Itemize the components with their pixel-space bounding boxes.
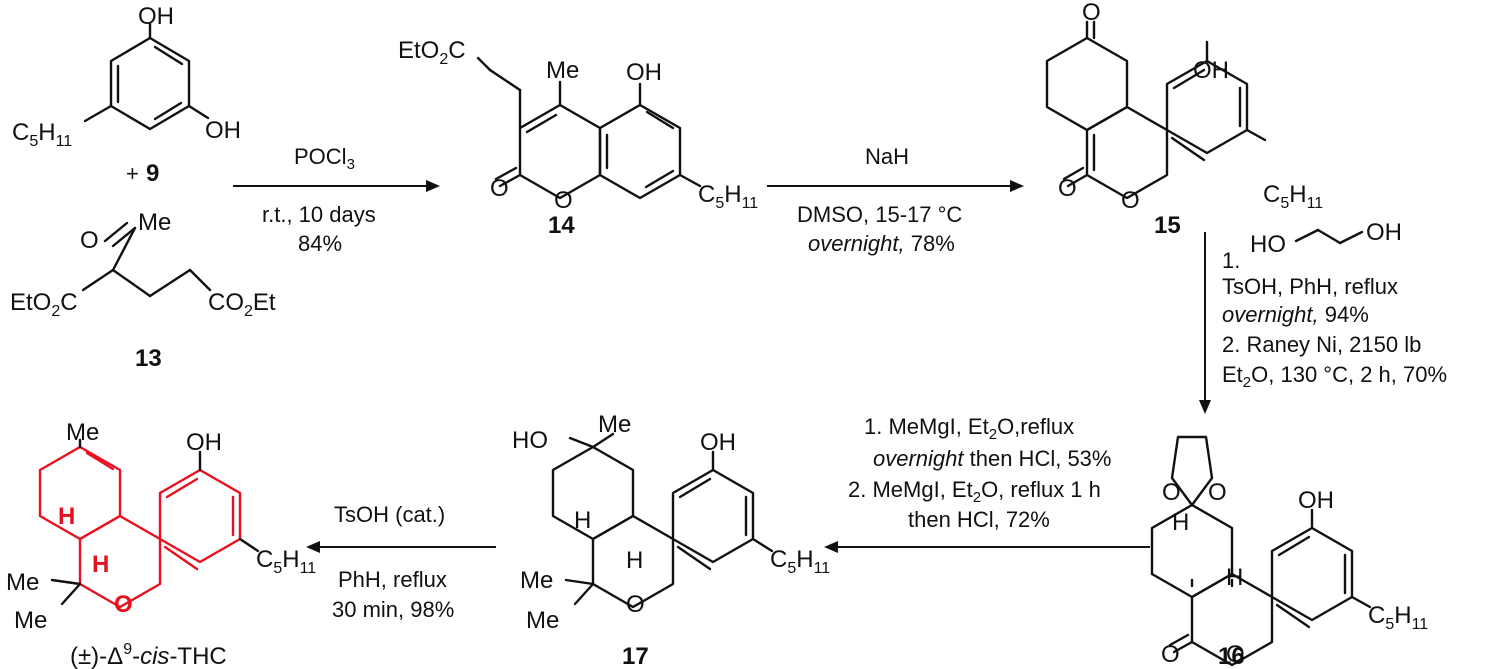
atom-label: Me <box>66 419 99 446</box>
ethylene-glycol-structure: HO OH <box>1250 219 1402 258</box>
atom-label: O <box>1058 175 1077 202</box>
thc-structure: Me OH H H O Me Me C5H11 <box>6 419 316 634</box>
step1-yield: 84% <box>298 231 342 256</box>
step1-reagent: POCl3 <box>294 144 355 173</box>
atom-label: Me <box>520 567 553 594</box>
atom-label: Me <box>598 411 631 438</box>
arrow-head <box>1199 400 1211 414</box>
arrow-head <box>426 180 440 192</box>
atom-label: H <box>1226 564 1243 591</box>
atom-label: OH <box>138 3 174 30</box>
atom-label: O <box>490 175 509 202</box>
step2-condition: DMSO, 15-17 °C <box>797 202 962 227</box>
atom-label: OH <box>626 59 662 86</box>
atom-label: Me <box>14 607 47 634</box>
atom-label: HO <box>1250 231 1286 258</box>
step1-condition: r.t., 10 days <box>262 202 376 227</box>
atom-label: Me <box>526 607 559 634</box>
atom-label: Me <box>6 569 39 596</box>
atom-label: O <box>1208 479 1227 506</box>
step3-line2: TsOH, PhH, reflux <box>1222 274 1398 299</box>
step3-line3: overnight, 94% <box>1222 302 1369 327</box>
atom-label: OH <box>700 429 736 456</box>
compound-label-17: 17 <box>622 643 649 669</box>
step2-yield: overnight, 78% <box>808 231 955 256</box>
atom-label: C5H11 <box>256 546 316 577</box>
step4-line1: 1. MeMgI, Et2O,reflux <box>864 414 1074 443</box>
compound-label-13: 13 <box>135 345 162 372</box>
compound-label-thc: (±)-Δ9-cis-THC <box>70 641 227 669</box>
atom-label: O <box>1082 0 1101 26</box>
atom-label: OH <box>1366 219 1402 246</box>
atom-label: H <box>92 551 109 578</box>
atom-label: OH <box>186 429 222 456</box>
atom-label: C5H11 <box>770 546 830 577</box>
step3-line1: 1. <box>1222 248 1240 273</box>
atom-label: OH <box>1298 487 1334 514</box>
step5-yield: 30 min, 98% <box>332 597 454 622</box>
atom-label: EtO2C <box>398 37 466 68</box>
atom-label: CO2Et <box>208 289 276 320</box>
atom-label: O <box>1226 641 1245 668</box>
atom-label: H <box>58 503 75 530</box>
atom-label: EtO2C <box>10 289 78 320</box>
atom-label: O <box>114 591 133 618</box>
compound-label-15: 15 <box>1154 212 1181 239</box>
arrow-head <box>824 541 838 553</box>
step3-line5: Et2O, 130 °C, 2 h, 70% <box>1222 362 1447 391</box>
compound-9-structure: OH OH C5H11 <box>12 3 241 150</box>
atom-label: O <box>1161 641 1180 668</box>
step2-reagent: NaH <box>865 144 909 169</box>
plus-sign: + <box>126 161 139 186</box>
step4-line4: then HCl, 72% <box>908 507 1050 532</box>
atom-label: Me <box>546 57 579 84</box>
atom-label: H <box>626 547 643 574</box>
step5-reagent: TsOH (cat.) <box>334 502 445 527</box>
compound-13-structure: O Me EtO2C CO2Et <box>10 209 276 320</box>
atom-label: O <box>1121 187 1140 214</box>
atom-label: H <box>574 507 591 534</box>
atom-label: O <box>1162 479 1181 506</box>
arrow-head <box>1010 180 1024 192</box>
atom-label: H <box>1172 509 1189 536</box>
compound-label-16: 16 <box>1218 643 1245 669</box>
compound-label-14: 14 <box>548 212 575 239</box>
step5-condition: PhH, reflux <box>338 567 447 592</box>
atom-label: C5H11 <box>698 181 758 212</box>
compound-16-structure: O O OH H H O O C5H11 <box>1150 435 1428 668</box>
step4-line2: overnight then HCl, 53% <box>873 446 1111 471</box>
step4-line3: 2. MeMgI, Et2O, reflux 1 h <box>848 477 1101 506</box>
atom-label: C5H11 <box>1368 602 1428 633</box>
compound-15-structure: O OH O O C5H11 <box>1045 0 1323 214</box>
arrow-head <box>306 541 320 553</box>
atom-label: C5H11 <box>1263 181 1323 212</box>
atom-label: HO <box>512 427 548 454</box>
atom-label: C5H11 <box>12 119 72 150</box>
step3-line4: 2. Raney Ni, 2150 lb <box>1222 332 1421 357</box>
atom-label: OH <box>205 117 241 144</box>
atom-label: Me <box>138 209 171 236</box>
compound-14-structure: O O Me OH C5H11 EtO2C <box>398 37 758 214</box>
atom-label: O <box>626 591 645 618</box>
atom-label: OH <box>1193 57 1229 84</box>
compound-17-structure: HO Me OH H H Me Me O C5H11 <box>512 411 830 634</box>
atom-label: O <box>80 227 99 254</box>
atom-label: O <box>554 187 573 214</box>
compound-label-9: 9 <box>146 160 159 187</box>
